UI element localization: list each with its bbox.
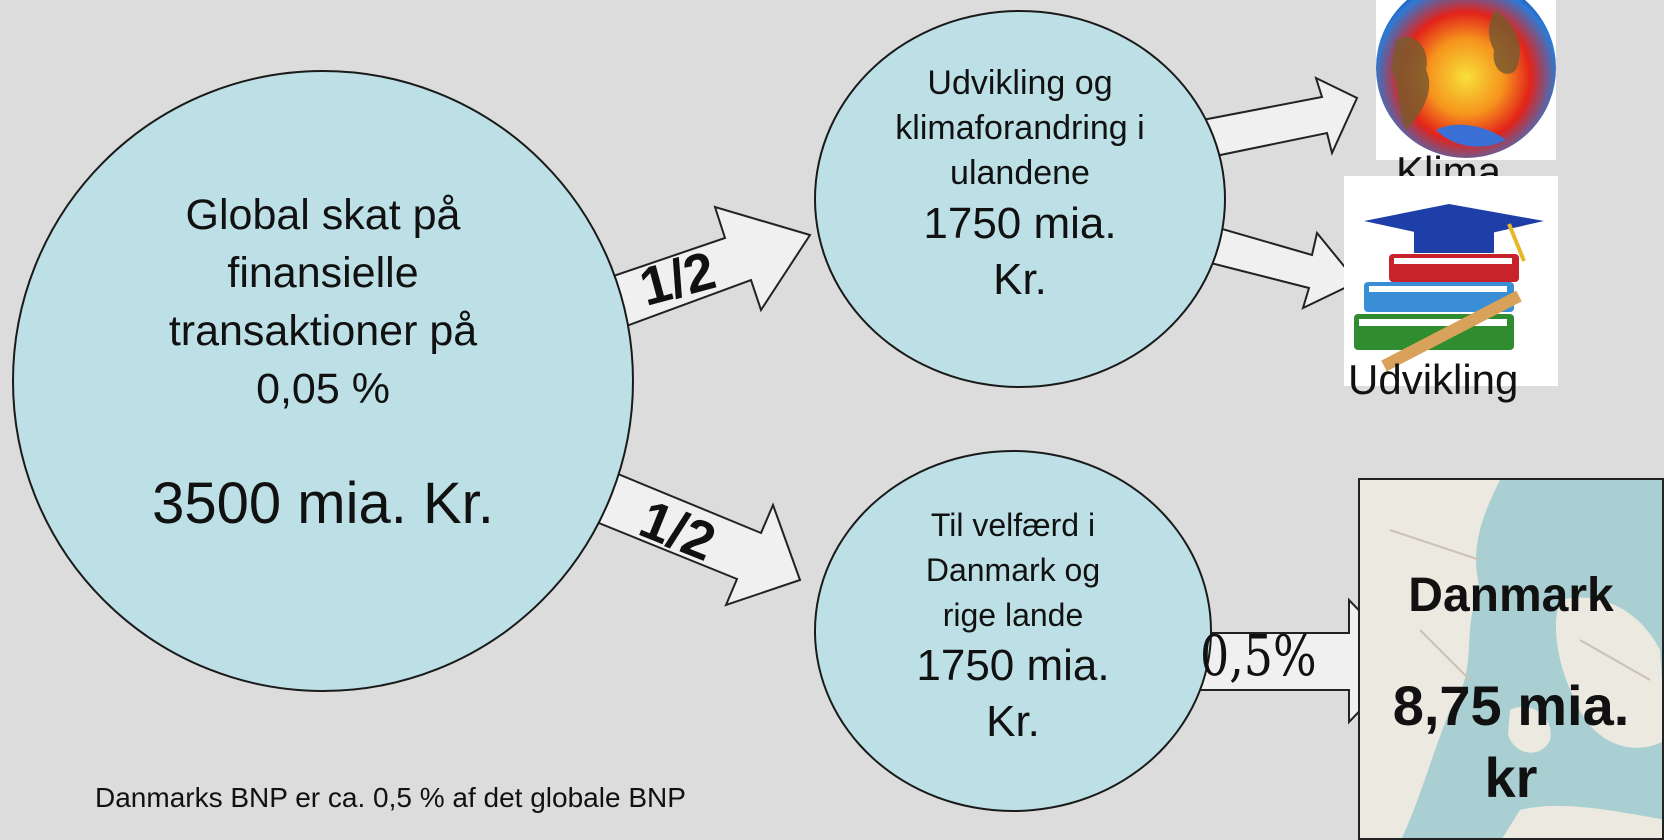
development-climate-amount: 1750 mia. Kr. bbox=[923, 198, 1117, 304]
welfare-description: Til velfærd i Danmark og rige lande bbox=[925, 506, 1101, 633]
udvikling-label: Udvikling bbox=[1348, 356, 1519, 403]
arrow-to-bottom-circle bbox=[577, 465, 802, 607]
welfare-circle: Til velfærd i Danmark og rige lande 1750… bbox=[814, 450, 1212, 812]
books-graduation-cap-icon bbox=[1344, 176, 1558, 386]
danmark-title: Danmark bbox=[1408, 569, 1614, 622]
global-tax-circle: Global skat på finansielle transaktioner… bbox=[12, 70, 634, 692]
global-tax-amount: 3500 mia. Kr. bbox=[152, 470, 494, 536]
welfare-amount: 1750 mia. Kr. bbox=[916, 640, 1110, 746]
denmark-map-icon bbox=[1360, 480, 1662, 838]
development-climate-description: Udvikling og klimaforandring i ulandene bbox=[895, 63, 1145, 192]
globe-temperature-map-icon bbox=[1376, 0, 1556, 160]
development-climate-circle: Udvikling og klimaforandring i ulandene … bbox=[814, 10, 1226, 388]
footnote: Danmarks BNP er ca. 0,5 % af det globale… bbox=[95, 782, 686, 813]
denmark-map-box: Danmark 8,75 mia. kr bbox=[1358, 478, 1664, 840]
danmark-amount: 8,75 mia. kr bbox=[1392, 674, 1630, 809]
global-tax-description: Global skat på finansielle transaktioner… bbox=[168, 190, 478, 413]
denmark-share-label: 0,5% bbox=[1200, 624, 1317, 689]
